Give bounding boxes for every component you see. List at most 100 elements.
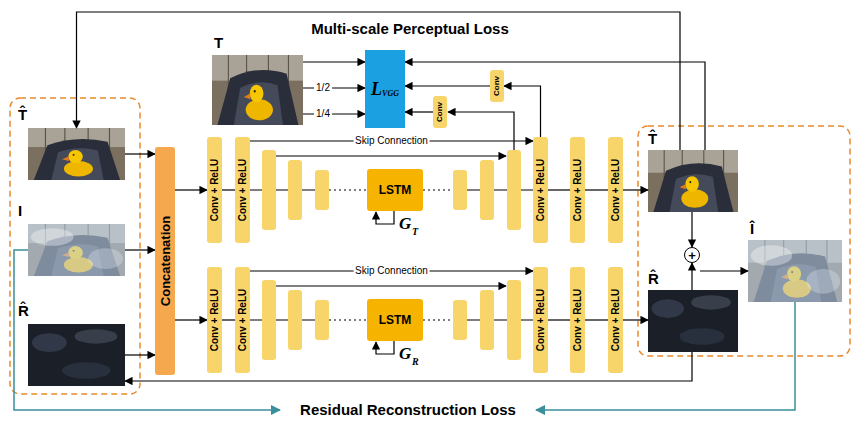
loss-box: LVGG <box>365 50 405 128</box>
layer-label: Conv <box>436 102 444 122</box>
layer-box: Conv + ReLU <box>235 267 250 373</box>
image-haze <box>748 240 842 302</box>
layer-label: Conv + ReLU <box>573 289 583 352</box>
layer-label: Conv + ReLU <box>573 159 583 222</box>
layer-box: Conv + ReLU <box>235 137 250 243</box>
edge-label: Skip Connection <box>353 265 430 277</box>
layer-label: Conv + ReLU <box>536 289 546 352</box>
layer-label: Conv + ReLU <box>536 159 546 222</box>
connector-arrow <box>303 113 365 114</box>
loss-symbol: L <box>371 79 382 99</box>
layer-blocks <box>262 150 521 360</box>
layer-label: Conv + ReLU <box>210 289 220 352</box>
connector-arrow <box>585 189 608 190</box>
image-input <box>28 224 125 276</box>
image-r-hat <box>28 324 125 386</box>
connector-arrow <box>623 319 648 320</box>
image-label: R̂ <box>18 302 29 320</box>
loss-wires <box>14 250 795 410</box>
generator-subscript: R <box>412 356 419 367</box>
layer-label: Conv <box>493 76 501 96</box>
sum-circle: + <box>684 247 700 263</box>
layer-label: Conv + ReLU <box>611 289 621 352</box>
image-label: R̂ <box>648 270 659 288</box>
image-box: T̂ <box>28 128 125 180</box>
loss-title: Residual Reconstruction Loss <box>300 401 516 418</box>
image-box: R̂ <box>28 324 125 386</box>
connector-arrow <box>303 87 365 88</box>
image-gt <box>212 55 303 125</box>
layer-label: Conv + ReLU <box>238 159 248 222</box>
layer-box: Conv + ReLU <box>207 137 222 243</box>
connector-arrow <box>77 12 681 150</box>
image-box: I <box>28 224 125 276</box>
image-i-hat <box>748 240 842 302</box>
image-label: T̂ <box>18 106 27 124</box>
connector-arrow <box>222 189 235 190</box>
connector-arrow <box>125 249 155 250</box>
image-label: I <box>18 202 22 220</box>
generator-symbol: G <box>399 214 411 234</box>
connector-arrow <box>405 111 433 112</box>
edge-label: Skip Connection <box>353 135 430 147</box>
image-haze <box>28 224 125 276</box>
image-box: T̂ <box>648 150 738 212</box>
layer-box: Conv + ReLU <box>608 267 623 373</box>
loss-title: Multi-scale Perceptual Loss <box>311 20 509 37</box>
loss-subscript: VGG <box>382 89 399 99</box>
connector-arrow <box>125 153 155 154</box>
layer-wires <box>250 112 533 354</box>
connector-arrow <box>548 189 570 190</box>
layer-box: Conv <box>490 70 504 102</box>
image-t-hat <box>28 128 125 180</box>
layer-box: Conv + ReLU <box>533 267 548 373</box>
edge-label: 1/4 <box>314 108 332 120</box>
layer-box: Concatenation <box>155 147 175 375</box>
connector-arrow <box>175 189 207 190</box>
connector-arrow <box>303 61 365 62</box>
layer-box: Conv + ReLU <box>570 137 585 243</box>
image-t-hat <box>648 150 738 212</box>
lstm-box: LSTM <box>367 169 423 211</box>
layer-box: Conv + ReLU <box>570 267 585 373</box>
connector-arrow <box>691 212 692 247</box>
image-r-hat <box>648 290 738 352</box>
connector-arrow <box>405 62 705 150</box>
image-label: T̂ <box>648 130 657 148</box>
connector-arrow <box>623 189 648 190</box>
generator-symbol: G <box>399 344 411 364</box>
sum-symbol: + <box>688 249 696 262</box>
layer-box: Conv + ReLU <box>207 267 222 373</box>
layer-label: Concatenation <box>159 216 172 306</box>
connector-arrow <box>548 319 570 320</box>
group-outline <box>10 98 140 394</box>
layer-box: Conv <box>433 96 447 128</box>
connector-arrow <box>222 319 235 320</box>
layer-label: Conv + ReLU <box>210 159 220 222</box>
connector-arrow <box>405 85 490 86</box>
layer-label: Conv + ReLU <box>238 289 248 352</box>
edge-label: 1/2 <box>314 82 332 94</box>
connector-arrow <box>585 319 608 320</box>
image-box: T <box>212 55 303 125</box>
lstm-label: LSTM <box>379 183 412 197</box>
image-label: T <box>214 34 223 52</box>
connector-arrow <box>700 270 748 271</box>
group-outline <box>638 126 850 356</box>
lstm-label: LSTM <box>379 313 412 327</box>
connector-arrow <box>504 86 541 137</box>
layer-box: Conv + ReLU <box>608 137 623 243</box>
image-label: Î <box>750 220 754 238</box>
connector-arrow <box>691 263 692 290</box>
generator-subscript: T <box>412 226 418 237</box>
image-box: R̂ <box>648 290 738 352</box>
layer-box: Conv + ReLU <box>533 137 548 243</box>
image-box: Î <box>748 240 842 302</box>
layer-label: Conv + ReLU <box>611 159 621 222</box>
lstm-box: LSTM <box>367 299 423 341</box>
connector-arrow <box>125 354 155 355</box>
connector-arrow <box>175 319 207 320</box>
